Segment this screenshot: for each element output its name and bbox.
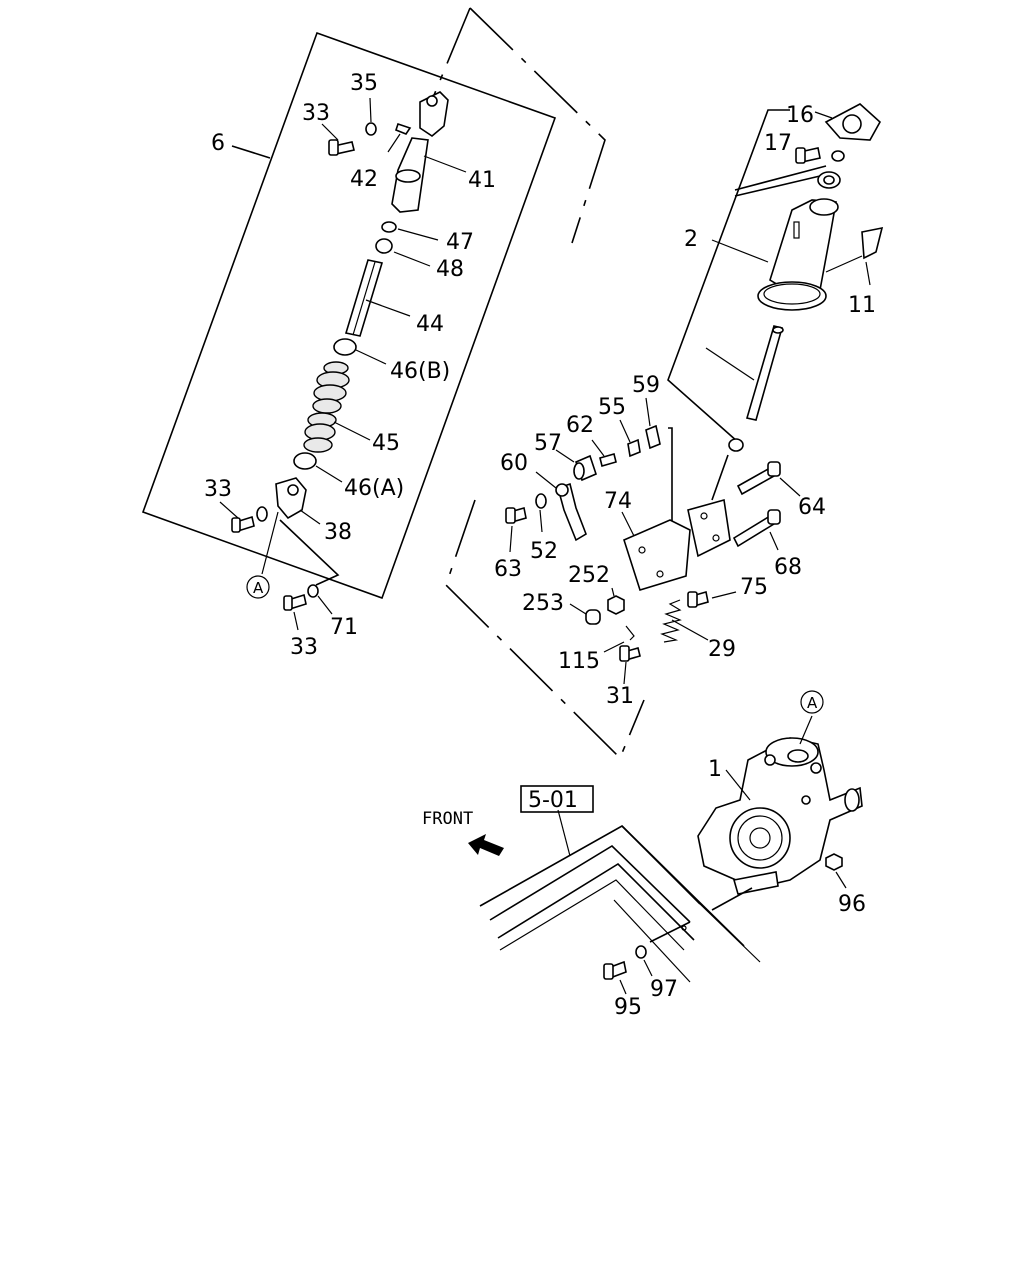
front-label: FRONT (422, 809, 473, 829)
callout-35: 35 (350, 71, 378, 96)
parts-252-253-75 (569, 587, 737, 625)
callout-97: 97 (650, 977, 678, 1002)
callout-63: 63 (494, 557, 522, 582)
callout-46b: 46(B) (390, 359, 450, 384)
callout-252: 252 (568, 563, 610, 588)
callout-6: 6 (211, 131, 225, 156)
callout-71: 71 (330, 615, 358, 640)
bolt-33-top (321, 97, 412, 156)
bolt-17 (795, 147, 845, 189)
lower-bolt-33-71 (261, 511, 340, 631)
callout-60: 60 (500, 451, 528, 476)
front-arrow-icon (468, 834, 504, 856)
bolts-64-68 (732, 461, 801, 551)
callout-29: 29 (708, 637, 736, 662)
ref-a-left-label: A (253, 579, 264, 597)
parts-60-52-63 (505, 471, 587, 553)
ring-46b (333, 338, 387, 365)
callout-42: 42 (350, 167, 378, 192)
callout-44: 44 (416, 312, 444, 337)
callout-45: 45 (372, 431, 400, 456)
callout-1: 1 (708, 757, 722, 782)
callout-64: 64 (798, 495, 826, 520)
callout-31: 31 (606, 684, 634, 709)
cover-11 (825, 226, 884, 286)
steering-gear-1 (697, 715, 863, 895)
callout-55: 55 (598, 395, 626, 420)
shaft-upper (705, 325, 784, 452)
column-housing-2 (711, 198, 839, 311)
splined-shaft-44 (344, 259, 411, 337)
bracket-16 (814, 103, 882, 141)
callout-33-low: 33 (290, 635, 318, 660)
callout-68: 68 (774, 555, 802, 580)
parts-47-48 (375, 221, 439, 267)
dashed-leader-top (431, 7, 606, 244)
parts-55-59-62-57 (555, 397, 661, 482)
callout-62: 62 (566, 413, 594, 438)
parts-115-31 (603, 625, 641, 685)
callout-11: 11 (848, 293, 876, 318)
callout-57: 57 (534, 431, 562, 456)
callout-labels: 6 33 35 42 41 47 48 44 46(B) 45 46(A) 33… (204, 71, 876, 1020)
ref-a-right-label: A (807, 694, 818, 712)
column-outline (667, 109, 827, 443)
callout-75: 75 (740, 575, 768, 600)
section-reference-box: 5-01 (520, 785, 594, 813)
section-ref-label: 5-01 (528, 788, 578, 813)
callout-47: 47 (446, 230, 474, 255)
reference-mark-a-right: A (800, 690, 824, 714)
callout-41: 41 (468, 168, 496, 193)
callout-33-mid: 33 (204, 477, 232, 502)
reference-mark-a-left: A (246, 575, 270, 599)
callout-33-top: 33 (302, 101, 330, 126)
callout-17: 17 (764, 131, 792, 156)
callout-95: 95 (614, 995, 642, 1020)
callout-96: 96 (838, 892, 866, 917)
middle-group-outline (445, 427, 729, 760)
callout-74: 74 (604, 489, 632, 514)
callout-59: 59 (632, 373, 660, 398)
plate-74 (621, 498, 731, 591)
callout-2: 2 (684, 227, 698, 252)
universal-joint-top (391, 91, 467, 213)
bellows-45 (303, 361, 371, 453)
spring-29 (660, 599, 709, 643)
callout-48: 48 (436, 257, 464, 282)
callout-115: 115 (558, 649, 600, 674)
ring-46a (293, 452, 343, 483)
callout-16: 16 (786, 103, 814, 128)
section-ref-leader (557, 809, 571, 857)
frame-rail (479, 825, 761, 983)
callout-38: 38 (324, 520, 352, 545)
bolts-95-97 (603, 945, 653, 995)
joint-38-lower (219, 477, 321, 533)
group-6-outline (141, 31, 557, 600)
callout-52: 52 (530, 539, 558, 564)
callout-46a: 46(A) (344, 476, 404, 501)
callout-253: 253 (522, 591, 564, 616)
